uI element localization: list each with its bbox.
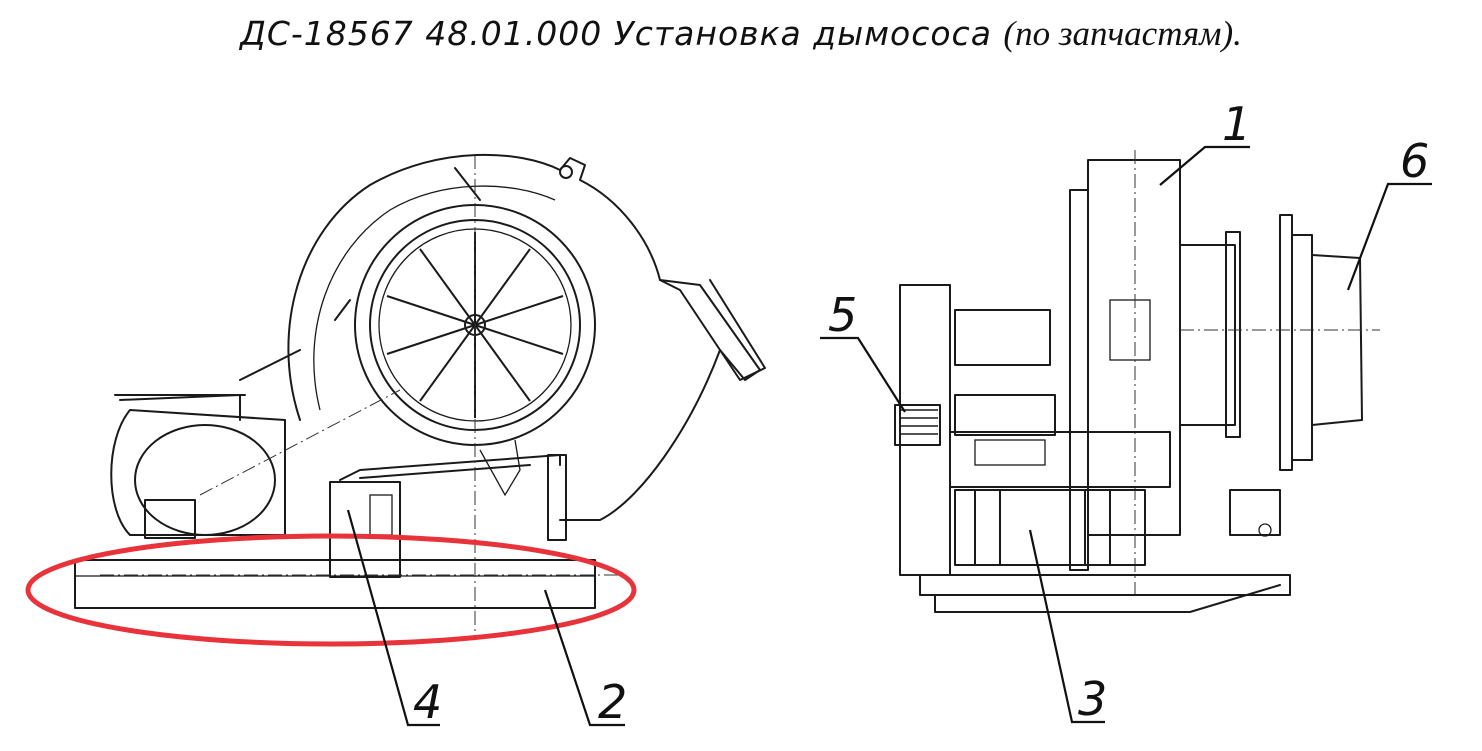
inlet-flange	[1225, 231, 1241, 438]
motor-front	[899, 284, 951, 576]
front-view	[894, 150, 1380, 613]
base-frame	[74, 559, 596, 609]
callout-6: 6	[1400, 134, 1429, 188]
terminal-box	[144, 499, 196, 539]
guard-window	[974, 439, 1046, 466]
housing-side-plate	[1069, 189, 1089, 571]
front-base-rail	[934, 584, 1281, 613]
leader-4	[346, 509, 440, 727]
shaft-guard	[339, 454, 561, 481]
motor-body	[110, 409, 286, 536]
support-frame	[954, 489, 1146, 566]
bearing-housing	[954, 309, 1051, 366]
callout-4: 4	[413, 675, 442, 729]
inspection-hatch	[1109, 299, 1151, 361]
title-designation: ДС-18567 48.01.000 Установка дымососа	[240, 14, 992, 53]
volute-inner	[313, 185, 556, 411]
callout-2: 2	[598, 675, 627, 729]
drawing-title: ДС-18567 48.01.000 Установка дымососа (п…	[0, 14, 1482, 54]
outlet-flange	[659, 279, 766, 381]
side-box	[1229, 489, 1281, 536]
bearing-support	[329, 481, 401, 578]
callout-5: 5	[828, 288, 857, 342]
drain-plug	[1258, 523, 1272, 537]
oil-cup	[369, 494, 393, 536]
duct-flange-left	[1279, 214, 1293, 471]
shaft-line	[359, 464, 531, 479]
callout-1: 1	[1222, 97, 1251, 151]
coupling-rib-lines	[900, 409, 938, 435]
inlet-duct	[1311, 254, 1363, 426]
leader-5	[820, 336, 906, 413]
title-note: (по запчастям).	[1003, 14, 1242, 53]
inlet-box	[1179, 244, 1236, 426]
leader-6	[1346, 182, 1432, 291]
callout-3: 3	[1078, 672, 1107, 726]
volute-housing	[287, 153, 761, 521]
motor-end-shield	[134, 424, 276, 536]
highlight-ellipse	[25, 533, 637, 647]
side-view	[25, 153, 766, 647]
duct-flange-right	[1291, 234, 1313, 461]
lifting-eye	[559, 165, 573, 179]
callouts: 2 4 3 1 6 5	[346, 97, 1432, 729]
front-base	[919, 574, 1291, 596]
housing-brace-top	[334, 167, 481, 321]
guard-top	[954, 394, 1056, 436]
support-posts	[974, 490, 1111, 565]
guard-lower	[949, 431, 1171, 488]
leader-1	[1159, 145, 1250, 186]
centerline-diagonal	[199, 389, 401, 496]
housing-brace-left	[119, 349, 301, 421]
housing-column	[1087, 159, 1181, 536]
coupling-ribs	[894, 404, 941, 446]
inlet-damper	[479, 439, 521, 497]
leader-3	[1028, 529, 1105, 724]
leader-2	[543, 589, 625, 727]
rear-stand	[547, 454, 567, 541]
